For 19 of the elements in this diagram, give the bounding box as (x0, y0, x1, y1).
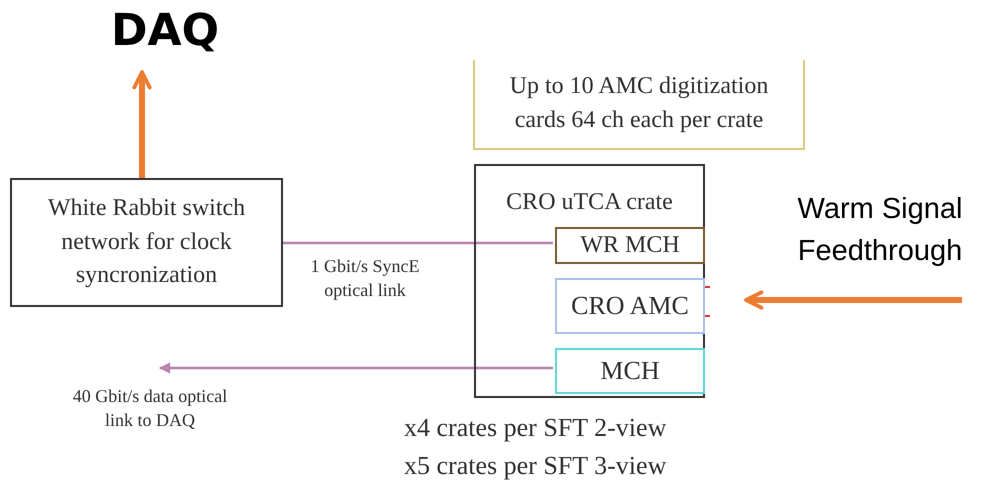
caption-text: x5 crates per SFT 3-view (404, 451, 666, 481)
module-box (555, 278, 705, 334)
node-label: MCH (600, 354, 660, 387)
arrow (132, 70, 152, 178)
caption-text: x4 crates per SFT 2-view (404, 413, 666, 443)
note-box (473, 60, 805, 150)
node-label: Up to 10 AMC digitization cards 64 ch each per crate (508, 72, 770, 135)
node-label: White Rabbit switch network for clock syncronization (46, 194, 246, 290)
node-label: CRO uTCA crate (506, 188, 673, 217)
arrow (744, 290, 962, 310)
connector-line (283, 242, 553, 244)
node-label: WR MCH (580, 230, 680, 260)
heading-text: DAQ (111, 6, 219, 56)
node-label: CRO AMC (571, 290, 689, 322)
module-box (555, 227, 705, 264)
module-box (10, 178, 283, 307)
module-box (555, 348, 705, 394)
arrow (158, 362, 553, 374)
side-label: Warm Signal Feedthrough (796, 192, 964, 270)
